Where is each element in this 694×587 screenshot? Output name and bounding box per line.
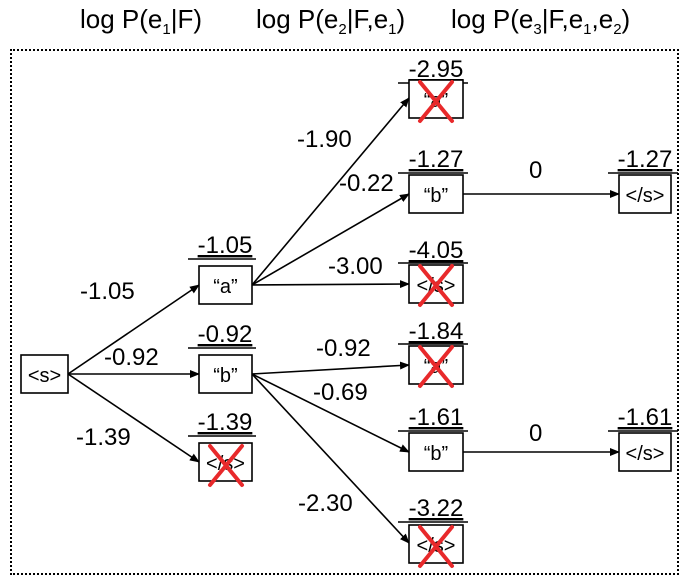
edges [67, 97, 620, 544]
edge-labels: -1.05 -0.92 -1.39 -1.90 -0.22 -3.00 -0.9… [76, 126, 542, 517]
header-log-p-e2: log P(e2|F,e1) [256, 4, 405, 38]
node-score: -1.39 [198, 409, 253, 436]
subscript: 2 [338, 21, 347, 39]
header-text: ) [396, 4, 406, 34]
node-l1-a: -1.05 “a” [188, 232, 256, 305]
edge-label-a-b: -0.22 [339, 170, 394, 197]
node-label: “b” [213, 365, 237, 387]
node-label: “b” [424, 185, 448, 207]
header-text: |F) [170, 4, 203, 34]
node-l2-bend: -3.22 </s> [398, 495, 468, 568]
edge-label-start-end: -1.39 [76, 424, 131, 451]
node-score: -4.05 [409, 237, 464, 264]
node-score: -1.27 [618, 146, 673, 173]
node-l1-end: -1.39 </s> [188, 409, 256, 487]
header-text: ) [621, 4, 631, 34]
header-text: log P(e [256, 4, 339, 34]
header-text: |F,e [541, 4, 584, 34]
edge-a-to-b [251, 193, 410, 286]
pruned-cross-icon [418, 264, 454, 307]
node-score: -3.22 [409, 495, 464, 522]
node-score: -1.27 [409, 146, 464, 173]
node-score: -0.92 [198, 321, 253, 348]
node-score: -2.95 [409, 56, 464, 83]
node-score: -1.05 [198, 232, 253, 259]
edge-label-b-end: -2.30 [298, 490, 353, 517]
edge-start-to-a [67, 284, 200, 375]
header-text: |F,e [346, 4, 389, 34]
edge-b-to-b [251, 373, 410, 453]
node-label: </s> [626, 443, 665, 465]
node-l2-ba: -1.84 “a” [398, 318, 468, 388]
node-l3-bb-end: -1.61 </s> [608, 404, 678, 472]
node-l2-aend: -4.05 </s> [398, 237, 468, 307]
edge-label-ab-end: 0 [529, 157, 542, 184]
edge-label-bb-end: 0 [529, 420, 542, 447]
edge-a-to-end [251, 280, 410, 289]
edge-label-b-a: -0.92 [316, 335, 371, 362]
header-text: ,e [591, 4, 614, 34]
node-label: <s> [28, 365, 61, 387]
node-l2-bb: -1.61 “b” [398, 404, 468, 472]
subscript: 1 [162, 21, 171, 39]
edge-b-to-a [251, 361, 410, 375]
pruned-cross-icon [418, 345, 454, 388]
node-score: -1.61 [618, 404, 673, 431]
header-log-p-e3: log P(e3|F,e1,e2) [451, 4, 630, 38]
node-label: “b” [424, 443, 448, 465]
node-score: -1.84 [409, 318, 464, 345]
subscript: 1 [388, 21, 397, 39]
node-l1-b: -0.92 “b” [188, 321, 256, 394]
edge-label-a-end: -3.00 [328, 253, 383, 280]
node-l2-ab: -1.27 “b” [398, 146, 468, 214]
subscript: 2 [613, 21, 622, 39]
node-l3-ab-end: -1.27 </s> [608, 146, 678, 214]
header-text: log P(e [80, 4, 163, 34]
subscript: 1 [583, 21, 592, 39]
node-score: -1.61 [409, 404, 464, 431]
edge-label-b-b: -0.69 [313, 379, 368, 406]
pruned-cross-icon [418, 525, 454, 568]
edge-label-a-a: -1.90 [297, 126, 352, 153]
subscript: 3 [533, 21, 542, 39]
dotted-frame [10, 49, 679, 575]
pruned-cross-icon [208, 444, 244, 487]
node-start: <s> [20, 354, 69, 394]
edge-a-to-a [251, 97, 410, 286]
node-l2-aa: -2.95 “a” [398, 56, 468, 123]
edge-label-start-a: -1.05 [80, 278, 135, 305]
node-label: “a” [213, 276, 237, 298]
header-log-p-e1: log P(e1|F) [80, 4, 202, 38]
edge-b-to-end [251, 373, 410, 544]
pruned-cross-icon [418, 80, 454, 123]
header-text: log P(e [451, 4, 534, 34]
node-label: </s> [626, 185, 665, 207]
edge-start-to-end [67, 373, 200, 463]
edge-label-start-b: -0.92 [104, 344, 159, 371]
